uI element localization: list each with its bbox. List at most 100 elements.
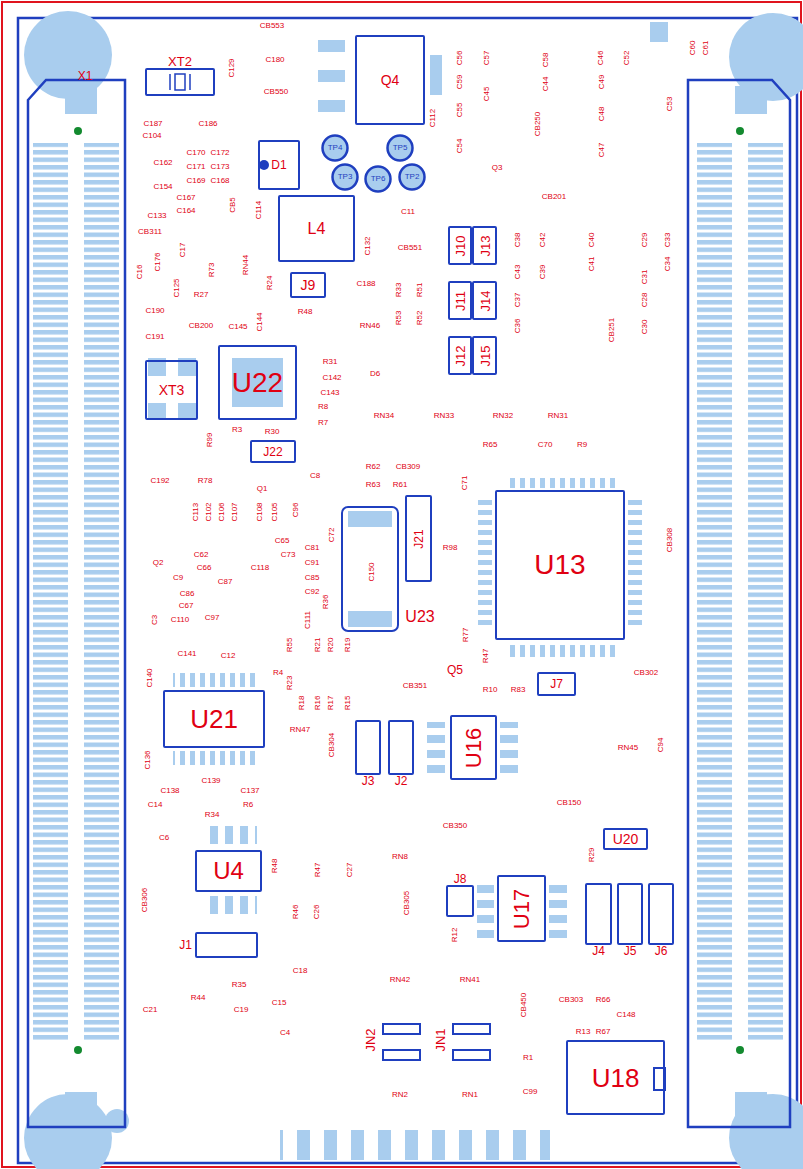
designator-label: C56 <box>456 51 464 66</box>
designator-label: C142 <box>322 374 341 382</box>
designator-label: RN34 <box>374 412 394 420</box>
designator-label: C38 <box>514 233 522 248</box>
designator-label: C167 <box>176 194 195 202</box>
designator-label: JN2 <box>364 1028 377 1051</box>
designator-label: R8 <box>318 403 328 411</box>
test-point-circle <box>333 165 358 190</box>
component-designator: J2 <box>395 775 408 787</box>
designator-label: C96 <box>292 503 300 518</box>
jumper-outline: J14 <box>472 281 497 320</box>
designator-label: CB302 <box>634 669 658 677</box>
designator-label: C45 <box>483 87 491 102</box>
designator-label: C58 <box>542 53 550 68</box>
designator-label: R24 <box>266 276 274 291</box>
jumper-outline <box>453 1050 490 1060</box>
designator-label: R34 <box>205 811 220 819</box>
designator-label: C71 <box>461 476 469 491</box>
component-designator: J8 <box>454 873 467 885</box>
designator-label: R16 <box>314 696 322 711</box>
designator-label: C54 <box>456 139 464 154</box>
component-designator: U13 <box>534 551 585 579</box>
designator-label: C107 <box>231 502 239 521</box>
designator-label: CB450 <box>520 993 528 1017</box>
designator-label: C18 <box>293 967 308 975</box>
designator-label: C70 <box>538 441 553 449</box>
designator-label: C40 <box>588 233 596 248</box>
designator-label: C6 <box>159 834 169 842</box>
pad <box>735 1092 767 1124</box>
designator-label: C21 <box>143 1006 158 1014</box>
component-designator: J10 <box>454 235 467 256</box>
designator-label: CB5 <box>229 197 237 213</box>
test-point-circle <box>366 167 391 192</box>
designator-label: C55 <box>456 103 464 118</box>
ic-pins <box>505 478 617 488</box>
designator-label: R30 <box>265 428 280 436</box>
designator-label: C67 <box>179 602 194 610</box>
test-point: TP6 <box>364 165 392 193</box>
designator-label: C154 <box>153 183 172 191</box>
designator-label: Q3 <box>492 164 503 172</box>
jumper-outline: J22 <box>250 440 296 463</box>
designator-label: C94 <box>657 738 665 753</box>
component-designator: J4 <box>592 945 605 957</box>
component-designator: J14 <box>478 290 491 311</box>
designator-label: CB309 <box>396 463 420 471</box>
designator-label: C47 <box>598 143 606 158</box>
pad <box>348 611 392 627</box>
pad <box>318 70 345 82</box>
designator-label: C53 <box>666 97 674 112</box>
board-outline <box>18 18 797 1163</box>
designator-label: CB311 <box>138 228 162 236</box>
designator-label: CB351 <box>403 682 427 690</box>
transistor-outline: Q4 <box>355 35 425 125</box>
designator-label: C186 <box>198 120 217 128</box>
designator-label: R35 <box>232 981 247 989</box>
crystal-outline: XT2 <box>145 68 215 96</box>
designator-label: RN42 <box>390 976 410 984</box>
designator-label: CB304 <box>328 733 336 757</box>
designator-label: R48 <box>271 859 279 874</box>
component-designator: J15 <box>478 345 491 366</box>
green-dot <box>74 127 82 135</box>
designator-label: R1 <box>523 1054 533 1062</box>
designator-label: C104 <box>142 132 161 140</box>
designator-label: R62 <box>366 463 381 471</box>
component-designator: TP2 <box>405 173 420 181</box>
pad <box>148 403 166 419</box>
pad <box>735 86 767 114</box>
ic-pins <box>505 645 617 657</box>
designator-label: CB201 <box>542 193 566 201</box>
component-designator: J13 <box>478 235 491 256</box>
designator-label: C11 <box>401 208 415 216</box>
ic-pins <box>628 500 642 630</box>
jumper-outline: J13 <box>472 226 497 265</box>
designator-label: C188 <box>356 280 375 288</box>
designator-label: R4 <box>273 669 283 677</box>
designator-label: C140 <box>146 668 154 687</box>
designator-label: RN2 <box>392 1091 408 1099</box>
ic-pins <box>500 722 518 777</box>
designator-label: R67 <box>596 1028 611 1036</box>
thermal-pad <box>232 358 283 407</box>
designator-label: C191 <box>145 333 164 341</box>
pad <box>348 511 392 527</box>
designator-label: JN1 <box>434 1028 447 1051</box>
designator-label: C42 <box>539 233 547 248</box>
component-designator: J6 <box>655 945 668 957</box>
designator-label: RN46 <box>360 322 380 330</box>
designator-label: C12 <box>221 652 236 660</box>
designator-label: Q1 <box>257 485 268 493</box>
designator-label: C125 <box>173 278 181 297</box>
designator-label: R13 <box>576 1028 591 1036</box>
designator-label: C143 <box>320 389 339 397</box>
component-designator: J22 <box>263 446 282 458</box>
designator-label: C28 <box>641 293 649 308</box>
designator-label: U23 <box>405 609 434 625</box>
jumper-outline: J6 <box>648 883 674 945</box>
diode-outline: D1 <box>258 140 300 190</box>
edge-pads <box>280 1130 550 1160</box>
designator-label: C190 <box>145 307 164 315</box>
designator-label: CB550 <box>264 88 288 96</box>
